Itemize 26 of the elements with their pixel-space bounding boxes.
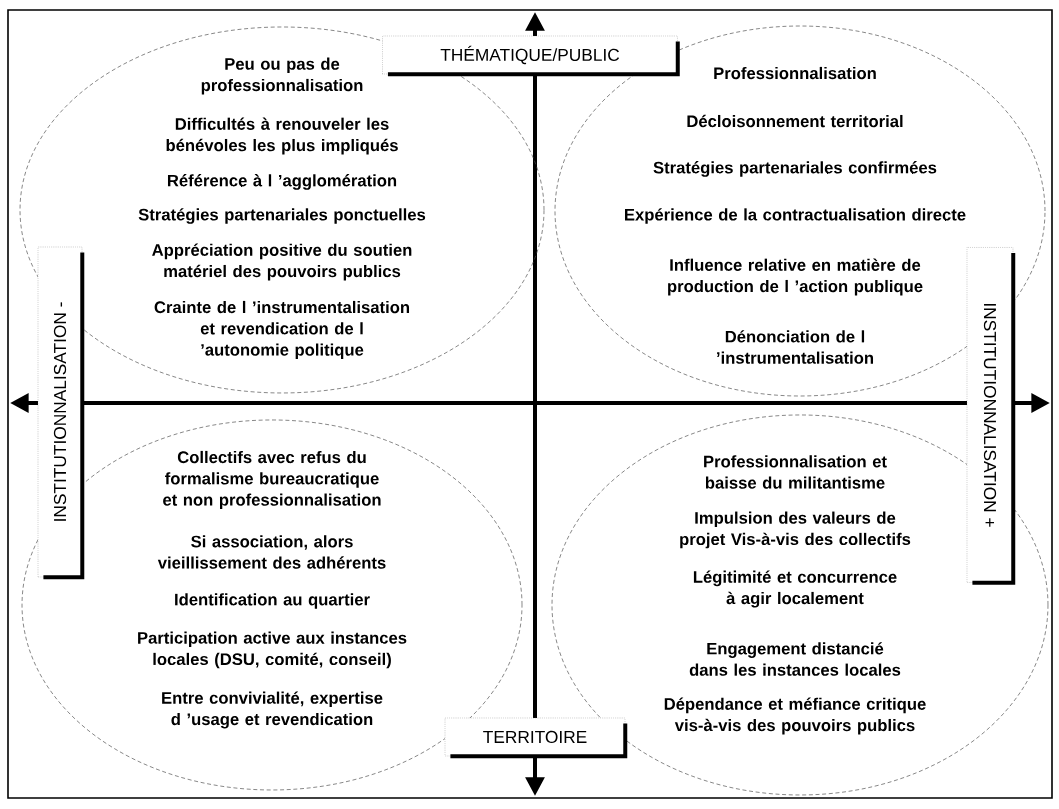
statement-text: Référence à l ’agglomération <box>168 174 397 190</box>
statement-text: Professionnalisation <box>714 66 876 80</box>
statement-text: Participation active aux instances locales (DSU, comité, conseil) <box>138 631 407 669</box>
statement-text: Crainte de l ’instrumentalisation et revendication de l ’autonomie politique <box>154 300 409 360</box>
statement-text: Influence relative en matière de production de l ’action publique <box>668 258 923 296</box>
axis-label-box: INSTITUTIONNALISATION + <box>966 247 1016 585</box>
statement-text: Si association, alors vieillissement des adhérents <box>157 535 386 569</box>
axis-label-box: INSTITUTIONNALISATION - <box>37 246 85 580</box>
statement-text: Appréciation positive du soutien matériel des pouvoirs publics <box>152 243 412 281</box>
statement-text: Légitimité et concurrence à agir localement <box>693 570 897 608</box>
axis-label-box: TERRITOIRE <box>444 717 628 759</box>
statement-text: Stratégies partenariales ponctuelles <box>138 208 426 224</box>
statement-text: Expérience de la contractualisation directe <box>625 208 966 224</box>
statement-text: Professionnalisation et baisse du militantisme <box>704 455 887 489</box>
statement-text: Décloisonnement territorial <box>687 114 903 128</box>
statement-text: Dénonciation de l ’instrumentalisation <box>717 330 873 364</box>
statement-text: Engagement distancié dans les instances locales <box>689 642 901 676</box>
axis-label-box: THÉMATIQUE/PUBLIC <box>382 35 680 77</box>
statement-text: Difficultés à renouveler les bénévoles les plus impliqués <box>166 117 398 155</box>
statement-text: Collectifs avec refus du formalisme bureaucratique et non professionnalisation <box>163 450 381 509</box>
statement-text: Entre convivialité, expertise d ’usage et revendication <box>162 691 383 729</box>
statement-text: Identification au quartier <box>175 593 370 609</box>
statement-text: Dépendance et méfiance critique vis-à-vis des pouvoirs publics <box>664 697 926 735</box>
statement-text: Peu ou pas de professionnalisation <box>201 57 363 95</box>
statement-text: Stratégies partenariales confirmées <box>653 161 937 177</box>
statement-text: Impulsion des valeurs de projet Vis-à-vis des collectifs <box>680 511 911 549</box>
